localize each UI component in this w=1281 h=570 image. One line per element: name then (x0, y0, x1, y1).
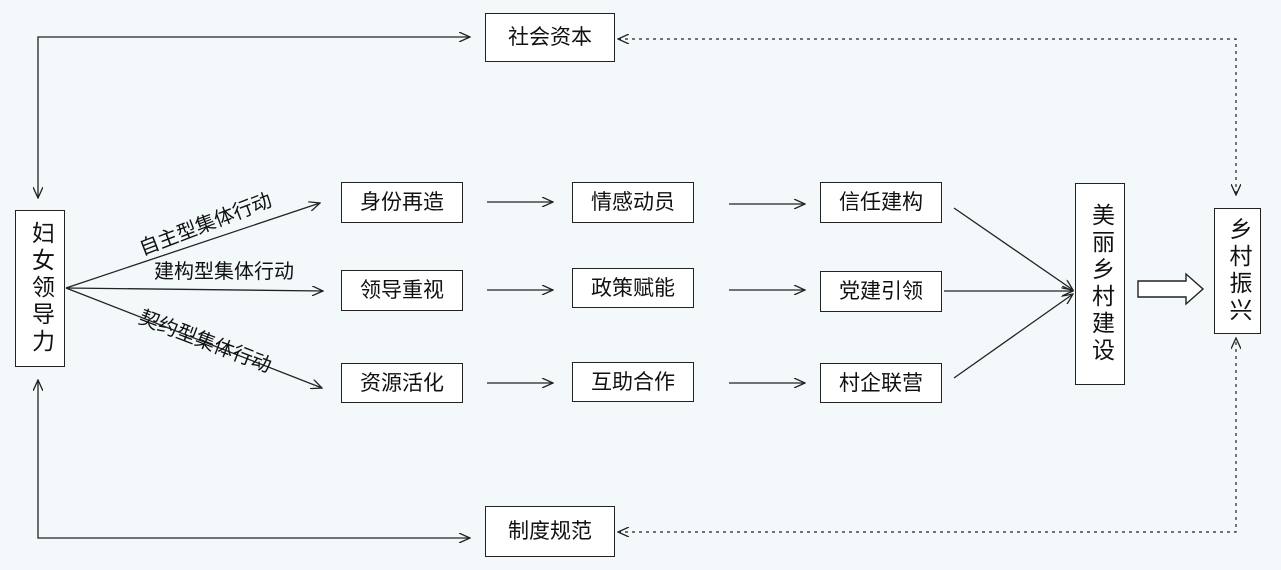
step-label: 领导重视 (360, 278, 444, 302)
step-box-resources: 资源活化 (341, 363, 463, 403)
branch-arrow-2 (65, 288, 323, 291)
source-box: 妇女领导力 (15, 210, 65, 367)
step-box-policy: 政策赋能 (572, 268, 694, 308)
goal-box: 乡村振兴 (1214, 208, 1261, 334)
feedback-goal-to-social-capital (618, 39, 1236, 195)
outcome-label: 美丽乡村建设 (1087, 203, 1114, 365)
step-label: 身份再造 (360, 190, 444, 214)
step-box-cooperation: 互助合作 (572, 362, 694, 402)
institution-box: 制度规范 (485, 506, 615, 557)
branch-arrow-1 (65, 203, 320, 289)
connector-source-to-institution (38, 380, 470, 538)
branch-label-2: 建构型集体行动 (154, 259, 294, 283)
step-box-leadership: 领导重视 (341, 270, 463, 311)
converge-arrow-1 (953, 207, 1073, 290)
step-label: 资源活化 (360, 370, 444, 395)
source-label: 妇女领导力 (27, 221, 54, 356)
step-box-village-enterprise: 村企联营 (820, 363, 942, 403)
social-capital-label: 社会资本 (508, 25, 592, 49)
step-label: 村企联营 (839, 370, 923, 395)
step-label: 互助合作 (591, 369, 675, 394)
step-label: 信任建构 (839, 190, 923, 214)
step-box-emotion: 情感动员 (572, 182, 694, 223)
step-label: 情感动员 (591, 190, 675, 214)
step-box-trust: 信任建构 (820, 182, 942, 223)
branch-arrow-3 (65, 287, 322, 388)
step-label: 党建引领 (839, 279, 923, 303)
feedback-goal-to-institution (618, 338, 1236, 532)
step-box-identity: 身份再造 (341, 182, 463, 223)
social-capital-box: 社会资本 (485, 13, 615, 62)
block-arrow-to-goal (1137, 272, 1205, 306)
outcome-box: 美丽乡村建设 (1075, 183, 1125, 385)
institution-label: 制度规范 (508, 519, 592, 543)
connector-source-to-social-capital (38, 37, 470, 198)
step-box-party: 党建引领 (820, 271, 942, 312)
step-label: 政策赋能 (591, 275, 675, 300)
converge-arrow-3 (953, 294, 1073, 379)
goal-label: 乡村振兴 (1225, 217, 1251, 325)
